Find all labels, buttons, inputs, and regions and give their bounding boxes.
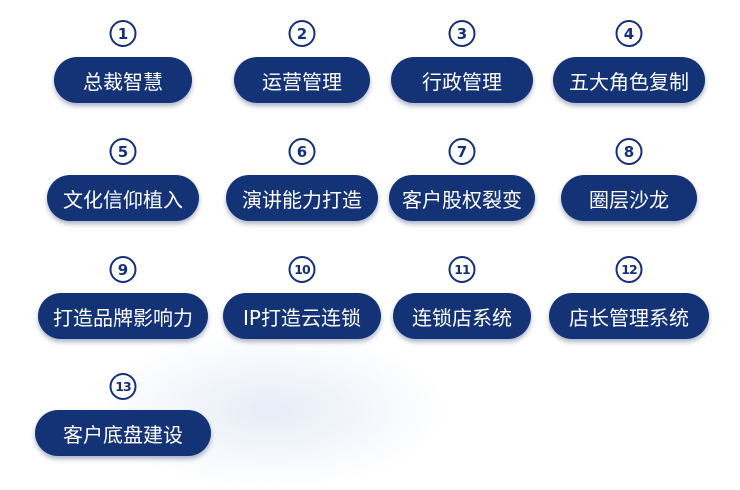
course-item-13: 13 客户底盘建设 bbox=[35, 373, 211, 467]
number-badge: 11 bbox=[448, 256, 476, 283]
number-badge: 2 bbox=[288, 20, 316, 47]
number-badge: 6 bbox=[288, 138, 316, 165]
course-item-5: 5 文化信仰植入 bbox=[43, 138, 203, 232]
course-item-8: 8 圈层沙龙 bbox=[549, 138, 709, 232]
course-item-9: 9 打造品牌影响力 bbox=[38, 256, 208, 350]
course-pill[interactable]: 打造品牌影响力 bbox=[38, 293, 208, 339]
number-badge: 8 bbox=[615, 138, 643, 165]
course-pill[interactable]: 客户底盘建设 bbox=[35, 410, 211, 456]
course-item-7: 7 客户股权裂变 bbox=[382, 138, 542, 232]
course-item-12: 12 店长管理系统 bbox=[549, 256, 709, 350]
number-badge: 1 bbox=[109, 20, 137, 47]
number-badge: 10 bbox=[288, 256, 316, 283]
course-pill[interactable]: 客户股权裂变 bbox=[389, 175, 535, 221]
course-pill[interactable]: 圈层沙龙 bbox=[561, 175, 697, 221]
course-pill[interactable]: 演讲能力打造 bbox=[226, 175, 378, 221]
course-pill[interactable]: 店长管理系统 bbox=[549, 293, 709, 339]
course-pill[interactable]: 五大角色复制 bbox=[553, 57, 705, 103]
number-badge: 7 bbox=[448, 138, 476, 165]
course-item-10: 10 IP打造云连锁 bbox=[222, 256, 382, 350]
course-item-11: 11 连锁店系统 bbox=[382, 256, 542, 350]
course-item-1: 1 总裁智慧 bbox=[43, 20, 203, 114]
course-pill[interactable]: 总裁智慧 bbox=[54, 57, 192, 103]
course-pill[interactable]: 运营管理 bbox=[234, 57, 370, 103]
course-pill[interactable]: 文化信仰植入 bbox=[47, 175, 199, 221]
course-pill[interactable]: 行政管理 bbox=[391, 57, 533, 103]
number-badge: 9 bbox=[109, 256, 137, 283]
number-badge: 5 bbox=[109, 138, 137, 165]
number-badge: 12 bbox=[615, 256, 643, 283]
number-badge: 3 bbox=[448, 20, 476, 47]
course-item-4: 4 五大角色复制 bbox=[549, 20, 709, 114]
course-item-3: 3 行政管理 bbox=[382, 20, 542, 114]
course-item-6: 6 演讲能力打造 bbox=[222, 138, 382, 232]
course-item-2: 2 运营管理 bbox=[222, 20, 382, 114]
course-pill[interactable]: IP打造云连锁 bbox=[223, 293, 381, 339]
number-badge: 4 bbox=[615, 20, 643, 47]
course-pill[interactable]: 连锁店系统 bbox=[393, 293, 531, 339]
number-badge: 13 bbox=[109, 373, 137, 400]
